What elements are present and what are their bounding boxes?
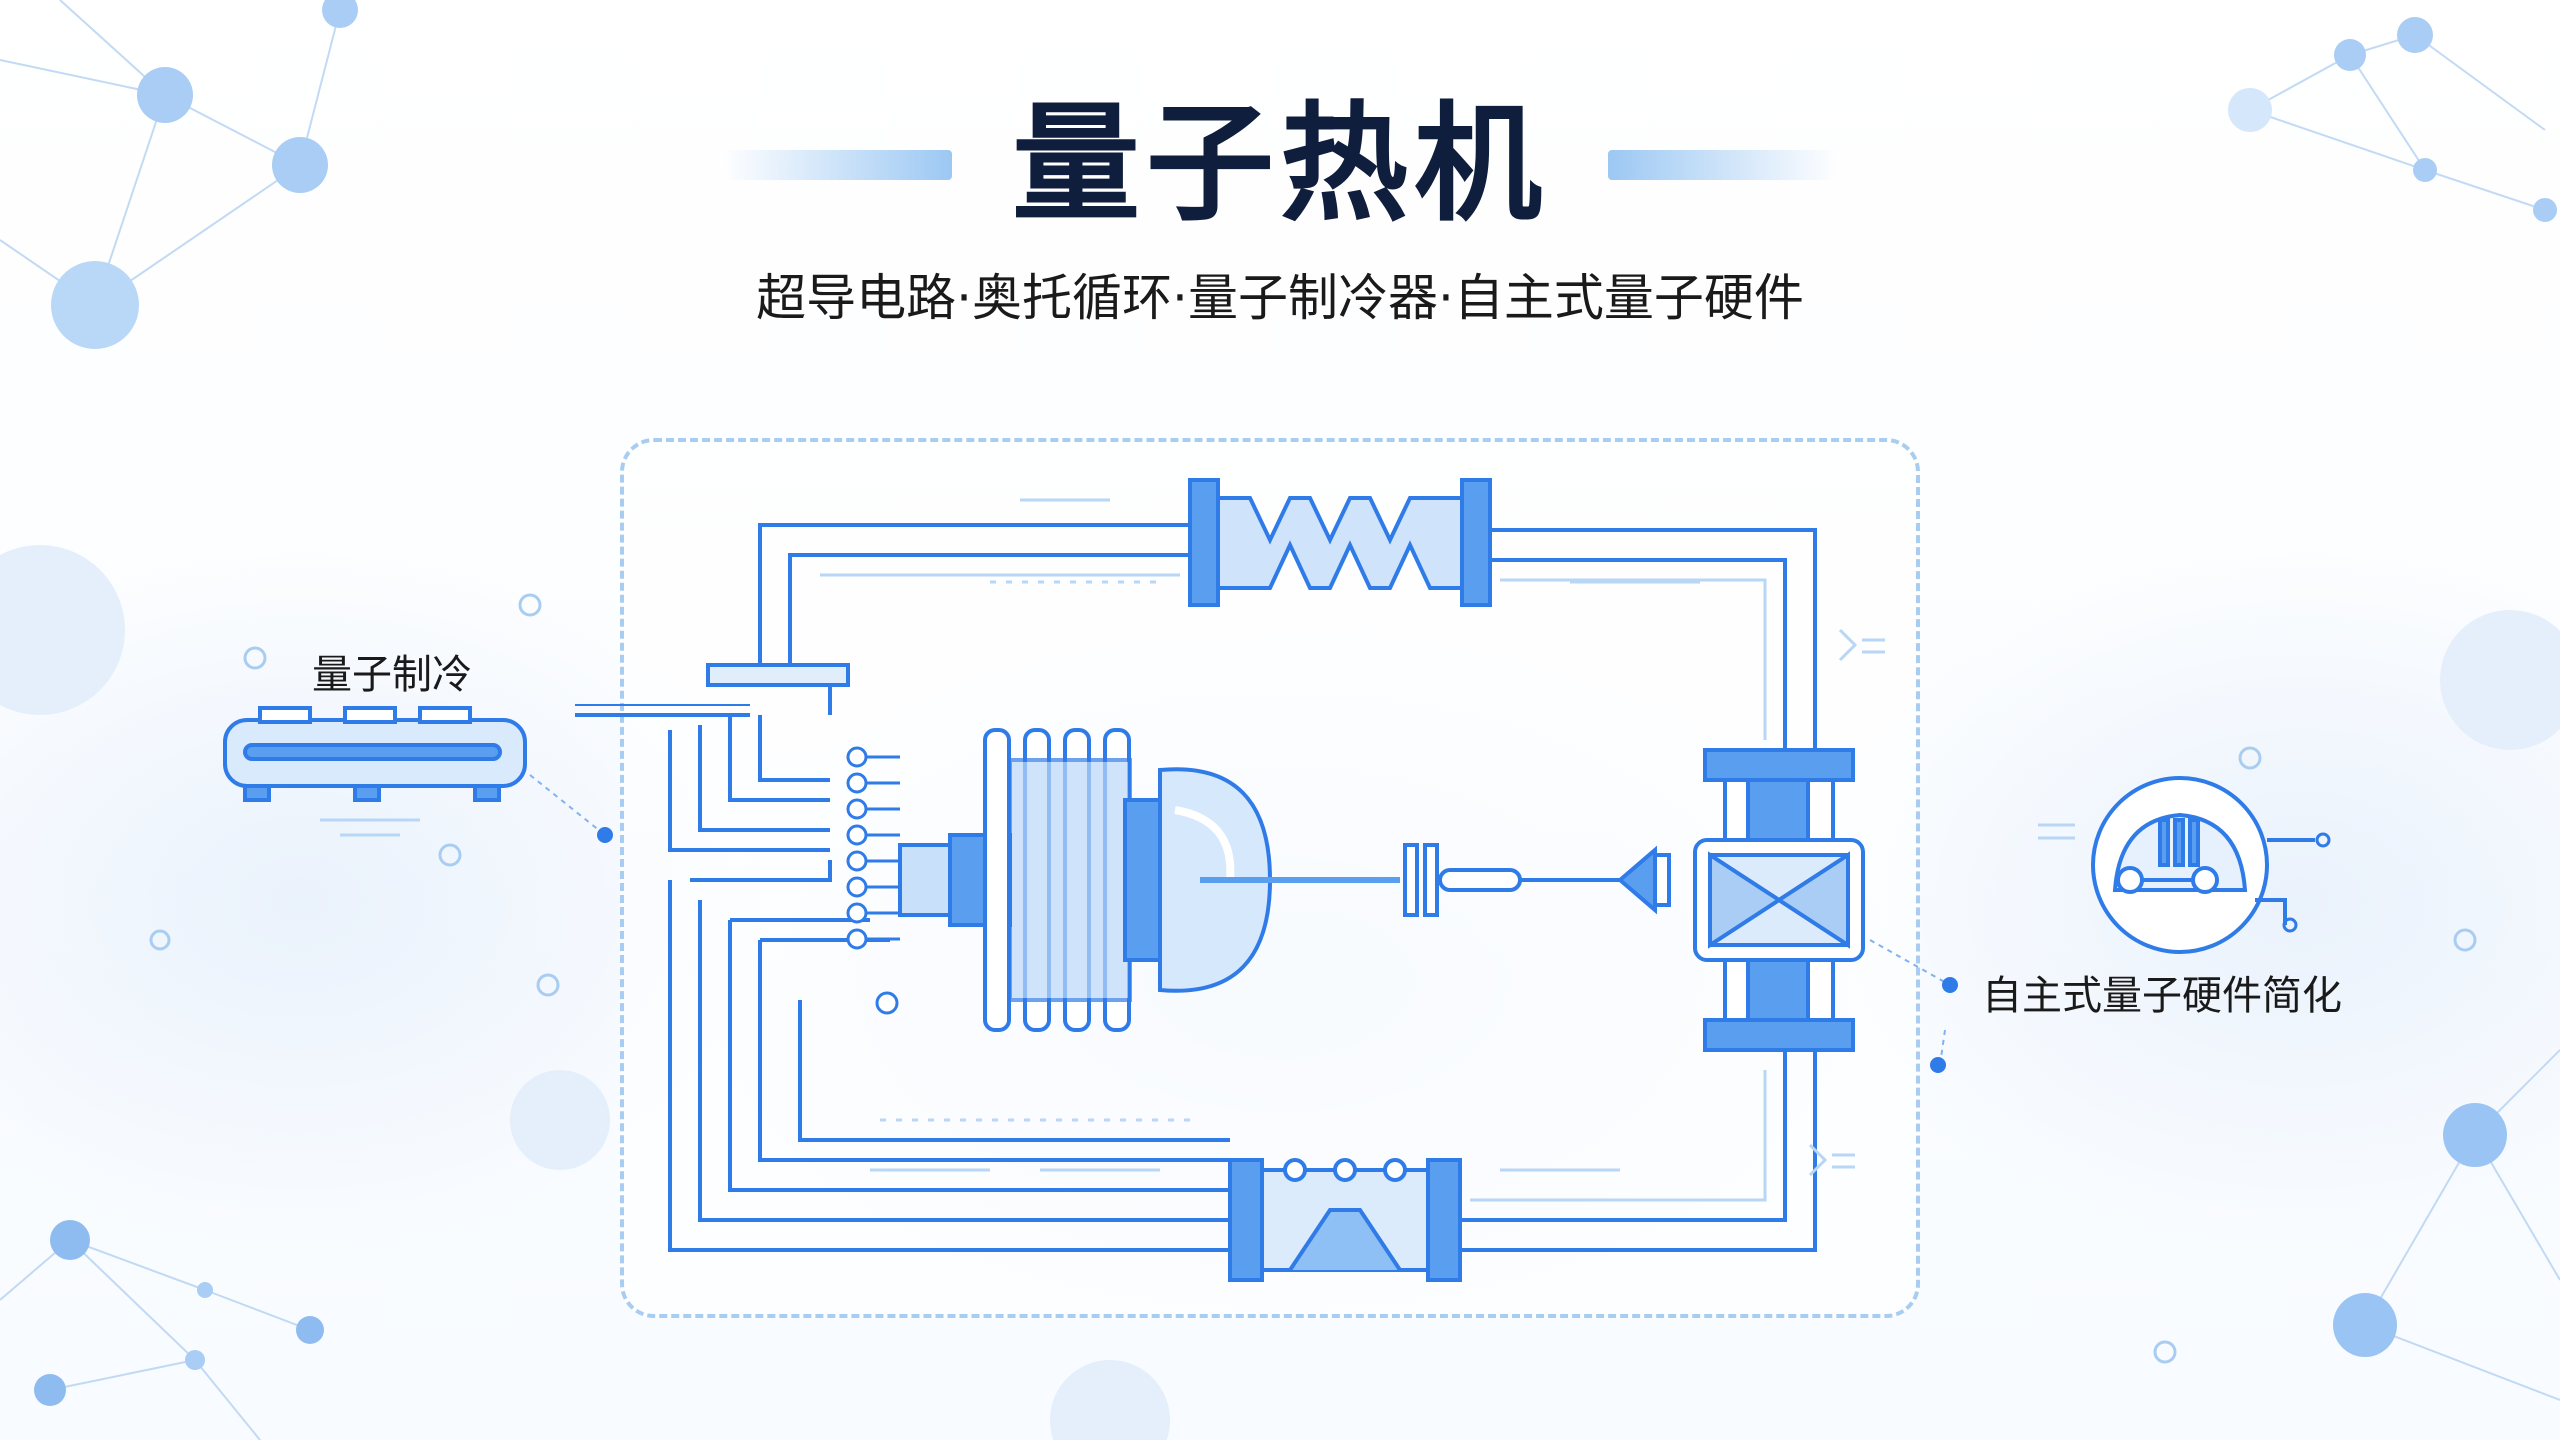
title-block: 量子热机	[0, 90, 2560, 240]
title-decor-left	[721, 150, 952, 180]
piston-core	[898, 728, 1273, 1032]
page-title: 量子热机	[1011, 90, 1548, 239]
qubit-array	[846, 746, 899, 1015]
label-autonomous-hardware: 自主式量子硬件简化	[1982, 973, 2342, 1019]
title-decor-right	[1608, 150, 1838, 180]
label-quantum-cooling: 量子制冷	[312, 652, 472, 698]
cooling-device	[223, 706, 527, 802]
circuit-loop	[668, 523, 1817, 1252]
piston-rod	[1200, 843, 1671, 917]
valve-assembly	[1693, 748, 1865, 1052]
left-connector	[575, 663, 890, 942]
bellows-top	[1188, 478, 1492, 607]
page-subtitle: 超导电路·奥托循环·量子制冷器·自主式量子硬件	[756, 269, 1804, 327]
bellows-bottom	[1228, 1158, 1462, 1282]
autonomous-hardware-icon	[2091, 776, 2315, 954]
